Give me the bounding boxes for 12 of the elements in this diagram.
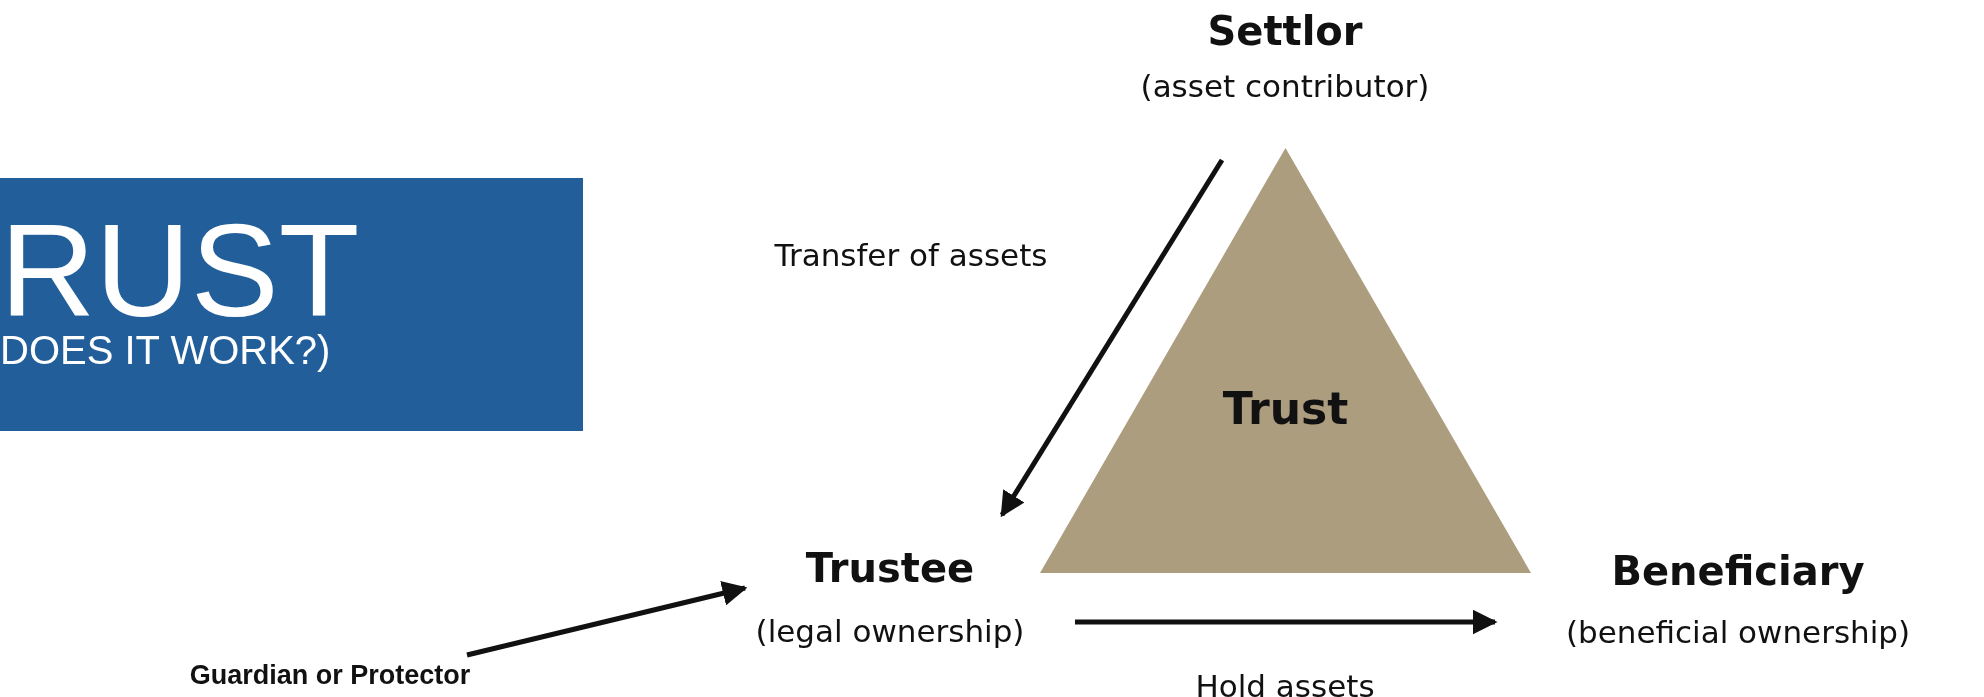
node-subtitle: (legal ownership)	[755, 613, 1025, 649]
arrow	[466, 581, 748, 658]
arrow	[999, 158, 1225, 518]
node-title: Settlor	[1207, 8, 1363, 54]
node-title: Trust	[1222, 383, 1349, 434]
arrow	[1075, 609, 1498, 635]
node-subtitle: (beneficial ownership)	[1565, 614, 1911, 650]
node-subtitle: (asset contributor)	[1140, 68, 1430, 104]
node-title: Beneficiary	[1611, 548, 1865, 594]
node-title: Guardian or Protector	[189, 660, 471, 691]
title-banner	[0, 178, 583, 431]
node-title: Trustee	[805, 545, 975, 591]
